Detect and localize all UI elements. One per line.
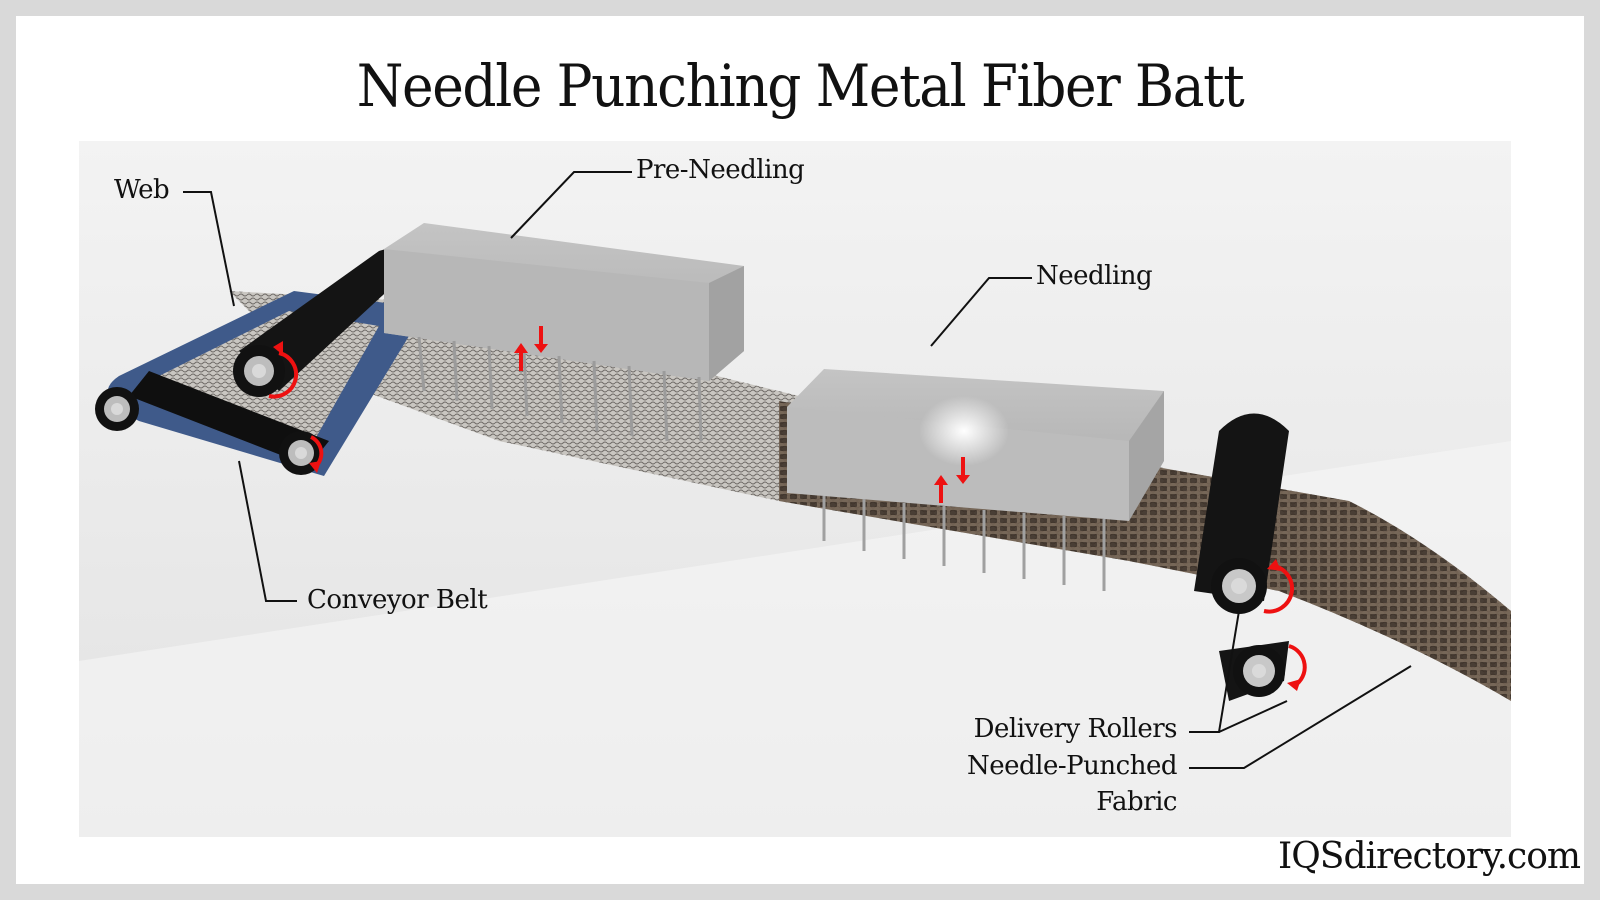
- pre-needling-motion-arrows: [514, 326, 548, 371]
- label-conveyor-belt: Conveyor Belt: [307, 585, 488, 615]
- leader-lines: [183, 171, 1412, 769]
- label-web: Web: [114, 175, 170, 205]
- conveyor-belt-leader: [238, 460, 297, 602]
- delivery-roller-top: [1194, 413, 1295, 614]
- pre-needling-leader: [510, 171, 632, 239]
- needling-motion-arrows: [934, 457, 970, 503]
- feed-roller: [233, 248, 409, 399]
- label-pre-needling: Pre-Needling: [636, 155, 805, 185]
- conveyor-roller-left: [95, 387, 139, 431]
- web-leader: [183, 191, 235, 307]
- label-fabric: Fabric: [1096, 787, 1177, 817]
- needling-leader: [930, 277, 1032, 347]
- needling-board: [787, 369, 1164, 591]
- delivery-rollers-leader: [1189, 610, 1288, 733]
- conveyor-roller-right: [279, 431, 324, 475]
- needle-punching-illustration: [79, 141, 1511, 837]
- label-delivery-rollers: Delivery Rollers: [973, 714, 1178, 744]
- label-needling: Needling: [1036, 261, 1153, 291]
- delivery-roller-bottom: [1219, 641, 1307, 701]
- needle-punched-fabric-leader: [1189, 665, 1412, 769]
- diagram-title: Needle Punching Metal Fiber Batt: [356, 52, 1245, 120]
- label-needle-punched: Needle-Punched: [967, 751, 1177, 781]
- brand-watermark: IQSdirectory.com: [1278, 836, 1581, 877]
- pre-needling-board: [384, 223, 744, 442]
- illustration-area: Web Pre-Needling Needling Conveyor Belt …: [79, 141, 1511, 837]
